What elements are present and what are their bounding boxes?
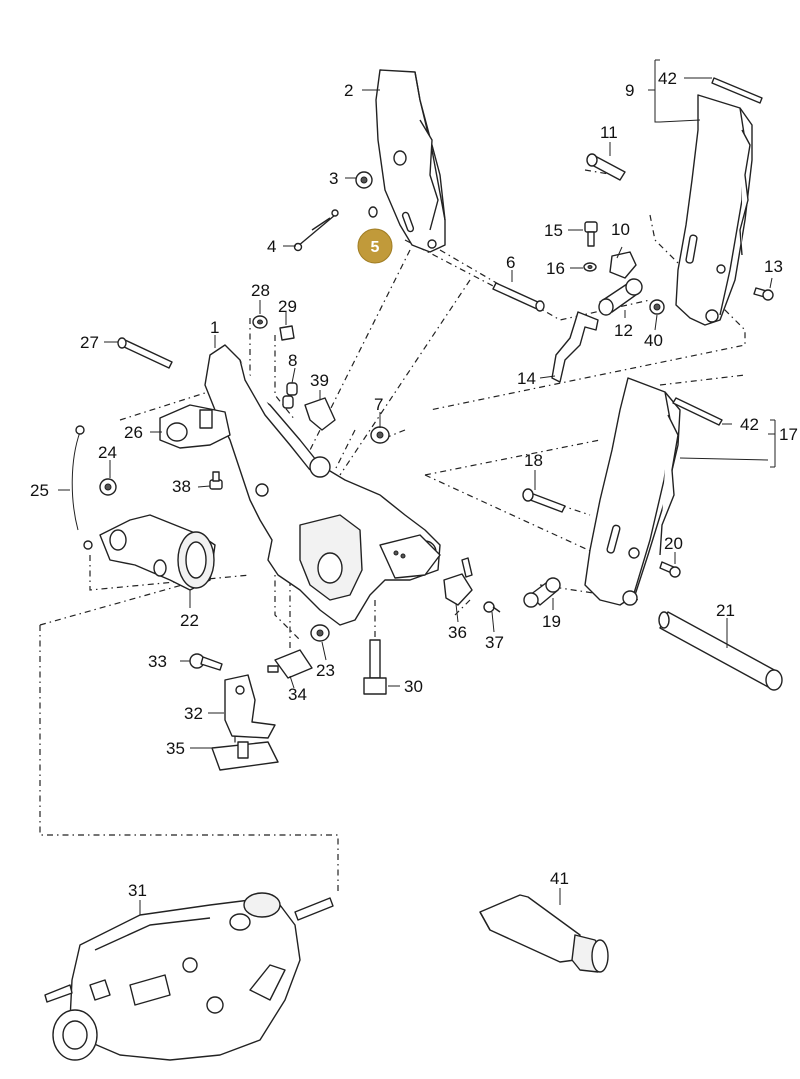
ball-joint-19 [523,577,561,608]
bushing-3 [355,171,373,189]
bolt-20 [659,561,681,578]
label-32: 32 [184,704,203,723]
cylinder-22 [99,514,216,591]
bushing-8 [282,382,298,409]
plate-35 [211,741,279,771]
washer-16 [583,262,597,272]
label-16: 16 [546,259,565,278]
highlight-circle[interactable] [357,228,393,264]
label-27: 27 [80,333,99,352]
clip-29 [279,325,295,341]
pedal-17 [584,377,681,606]
label-26: 26 [124,423,143,442]
label-20: 20 [664,534,683,553]
label-10: 10 [611,220,630,239]
callout-labels: 1 2 3 4 6 7 8 9 10 11 12 13 14 15 16 17 … [30,69,798,900]
switch-36 [443,557,473,606]
label-42-upper: 42 [658,69,677,88]
bolt-11 [586,153,626,181]
screw-15 [584,221,598,247]
screw-38 [209,471,223,490]
bracket-1 [204,344,441,626]
pedal-2 [375,69,446,253]
label-8: 8 [288,351,297,370]
nut-40 [649,299,665,315]
ball-joint-12 [598,278,643,316]
cable-25 [71,425,93,550]
label-23: 23 [316,661,335,680]
clip-5 [368,206,378,218]
highlighted-callout-5[interactable]: 5 [357,228,393,264]
label-37: 37 [485,633,504,652]
spring-4 [293,209,339,252]
label-36: 36 [448,623,467,642]
label-18: 18 [524,451,543,470]
label-25: 25 [30,481,49,500]
pin-42-upper [711,77,763,104]
pin-6 [492,282,545,312]
label-29: 29 [278,297,297,316]
bolt-13 [753,287,774,301]
label-7: 7 [374,395,383,414]
label-34: 34 [288,685,307,704]
bracket-32 [224,674,276,739]
label-40: 40 [644,331,663,350]
bolt-18 [522,488,566,513]
label-22: 22 [180,611,199,630]
label-42-lower: 42 [740,415,759,434]
bolt-30 [363,639,387,695]
label-30: 30 [404,677,423,696]
leader-lines [58,59,776,915]
label-39: 39 [310,371,329,390]
label-12: 12 [614,321,633,340]
label-2: 2 [344,81,353,100]
label-17: 17 [779,425,798,444]
label-9: 9 [625,81,634,100]
bolt-23 [310,624,330,642]
label-33: 33 [148,652,167,671]
pin-42-lower [672,397,723,426]
label-13: 13 [764,257,783,276]
clip-39 [304,397,336,431]
label-21: 21 [716,601,735,620]
label-3: 3 [329,169,338,188]
tube-41 [479,894,609,973]
switch-34 [267,649,313,679]
screw-33 [189,653,223,671]
label-1: 1 [210,318,219,337]
shaft-21 [658,611,783,691]
label-35: 35 [166,739,185,758]
label-19: 19 [542,612,561,631]
bolt-27 [117,337,173,369]
label-4: 4 [267,237,276,256]
nut-24 [99,478,117,496]
screw-37 [483,601,501,613]
label-5: 5 [371,239,380,256]
label-6: 6 [506,253,515,272]
label-38: 38 [172,477,191,496]
label-11: 11 [600,123,618,142]
sensor-26 [159,404,231,449]
label-15: 15 [544,221,563,240]
pedal-9 [675,94,753,326]
nut-28 [252,315,268,329]
label-24: 24 [98,443,117,462]
label-31: 31 [128,881,147,900]
clip-10 [609,251,637,279]
label-41: 41 [550,869,569,888]
nut-7 [370,426,390,444]
bracket-14 [551,311,599,383]
master-cylinder-31 [44,892,334,1061]
label-14: 14 [517,369,536,388]
label-28: 28 [251,281,270,300]
